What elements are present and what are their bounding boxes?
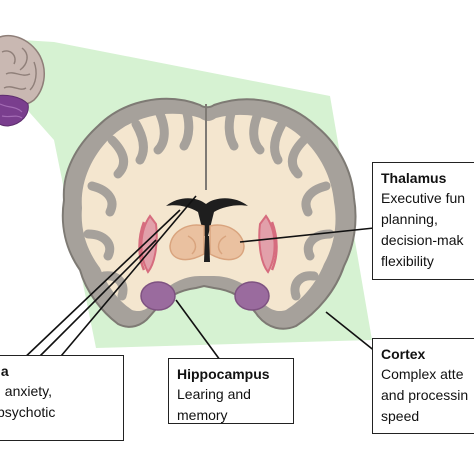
- cortex-title: Cortex: [381, 346, 426, 362]
- lateral-ventricles: [166, 198, 248, 236]
- brain-thumbnail-lobe: [0, 94, 29, 127]
- thalamus-left: [169, 224, 205, 261]
- gyri-left: [83, 105, 194, 301]
- cortex-line-2: and processin: [381, 387, 469, 403]
- thalamus-line-2: planning,: [381, 211, 438, 227]
- hippocampus-line-1: Learing and: [177, 386, 251, 402]
- hippocampus-right: [234, 281, 270, 311]
- thalamus-line-4: flexibility: [381, 253, 434, 269]
- thalamus-line-1: Executive fun: [381, 190, 466, 206]
- thalamus-label-box: Thalamus Executive fun planning, decisio…: [372, 162, 474, 280]
- hippocampus-title: Hippocampus: [177, 366, 270, 382]
- brain-thumbnail: [0, 35, 46, 127]
- putamen-right: [258, 214, 276, 274]
- cortex-line-1: Complex atte: [381, 366, 464, 382]
- thalamus-line-3: decision-mak: [381, 232, 464, 248]
- third-ventricle: [204, 236, 210, 262]
- basal-ganglia-line-2: psychotic: [0, 404, 56, 420]
- basal-ganglia-line-1: , anxiety,: [0, 383, 52, 399]
- hippocampus-line-2: memory: [177, 407, 228, 423]
- basal-ganglia-title: ia: [0, 363, 9, 379]
- cortex-label-box: Cortex Complex atte and processin speed: [372, 338, 474, 434]
- thalamus-right: [209, 224, 245, 261]
- pointer-cortex: [325, 311, 377, 353]
- coronal-brain-slice: [61, 97, 357, 330]
- brain-thumbnail-gyri: [1, 47, 37, 91]
- hippocampus-left: [140, 281, 176, 311]
- basal-ganglia-label-box: ia , anxiety, psychotic: [0, 355, 124, 441]
- pointer-basal-2: [33, 239, 157, 363]
- cortex-line-3: speed: [381, 408, 420, 424]
- pointer-basal-1: [19, 209, 181, 363]
- hippocampus-label-box: Hippocampus Learing and memory: [168, 358, 294, 424]
- pointer-hippocampus: [175, 299, 221, 361]
- pointer-basal-3: [55, 195, 197, 363]
- pointer-thalamus: [239, 227, 375, 243]
- putamen-left: [140, 214, 158, 274]
- thalamus-title: Thalamus: [381, 170, 447, 186]
- pointer-lines: [19, 195, 377, 363]
- gyri-right: [224, 105, 335, 301]
